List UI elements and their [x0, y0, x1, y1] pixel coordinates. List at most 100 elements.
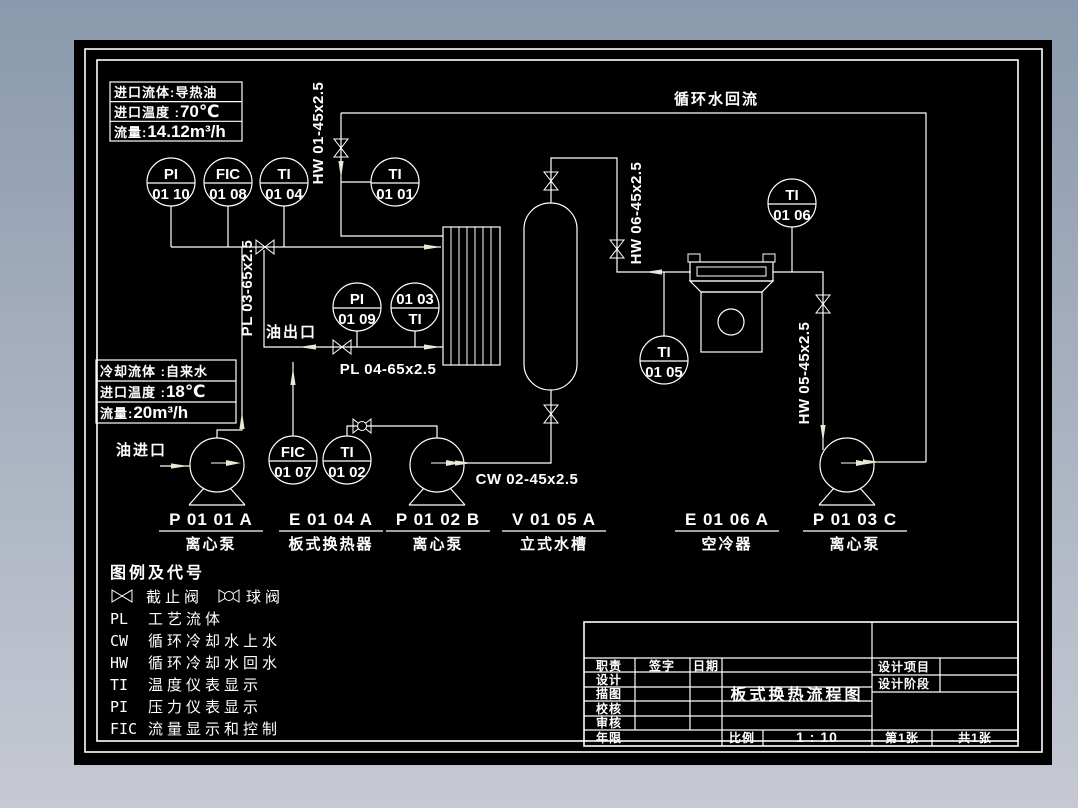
oil-inlet-label: 油进口: [116, 441, 167, 459]
centrifugal-pump: [188, 437, 246, 506]
tb-sheet-no: 第1张: [885, 730, 919, 745]
oil-temp-label: 进口温度 :: [114, 105, 180, 120]
equipment-code: P 01 01 A: [169, 510, 253, 529]
instrument-bubble: FIC 01 07: [268, 435, 318, 485]
instrument-tag: 01 09: [338, 311, 376, 328]
instrument-function: TI: [657, 344, 670, 361]
tb-row-year: 年限: [596, 730, 622, 745]
tb-row-design: 设计: [596, 672, 622, 687]
legend-desc: 压力仪表显示: [148, 699, 262, 716]
tb-scale-value: 1 : 10: [796, 729, 838, 745]
pipe-pump1-discharge: [216, 247, 243, 438]
pipe-tank-to-cooler: [550, 157, 691, 273]
pipe-water-return: [341, 112, 927, 462]
tb-scale-label: 比例: [729, 730, 755, 745]
tb-drawing-title: 板式换热流程图: [730, 685, 863, 704]
instrument-tag: 01 08: [209, 186, 247, 203]
equipment-name: 离心泵: [412, 535, 463, 553]
drawing-paper: [74, 40, 1052, 765]
stop-valve-icon: [111, 589, 133, 603]
pipe-label: CW 02-45x2.5: [476, 471, 579, 488]
ball-valve-icon: [218, 589, 240, 603]
tb-row-check: 校核: [596, 701, 622, 716]
oil-flow-value: 14.12m³/h: [147, 122, 225, 141]
svg-text:流量:20m³/h: 流量:20m³/h: [100, 403, 188, 422]
legend-desc: 温度仪表显示: [148, 677, 262, 694]
flow-arrow-icon: [424, 244, 441, 250]
flow-arrow-icon: [424, 344, 441, 350]
cool-fluid-label: 冷却流体 :: [100, 364, 166, 379]
tb-row-draft: 描图: [596, 686, 622, 701]
outer-border-frame: [84, 48, 1043, 753]
instrument-bubble: PI 01 09: [332, 282, 382, 332]
flow-arrow-icon: [290, 368, 296, 385]
equipment-name: 立式水槽: [520, 535, 588, 553]
oil-fluid-label: 进口流体:: [114, 85, 175, 100]
pipe-label: PL 03-65x2.5: [239, 240, 256, 337]
flow-arrow-icon: [645, 269, 662, 275]
equipment-code: P 01 02 B: [396, 510, 480, 529]
instrument-function: PI: [164, 166, 178, 183]
instrument-tag: 01 07: [274, 464, 312, 481]
oil-flow-label: 流量:: [114, 125, 147, 140]
cool-temp-value: 18℃: [166, 382, 206, 401]
equipment-label: E 01 06 A 空冷器: [675, 510, 779, 553]
flow-arrow-icon: [239, 412, 245, 429]
legend-title: 图例及代号: [110, 563, 205, 582]
stop-valve: [608, 239, 626, 259]
water-return-label: 循环水回流: [674, 90, 759, 108]
equipment-label: P 01 02 B 离心泵: [386, 510, 490, 553]
cool-fluid-value: 自来水: [166, 364, 208, 379]
stop-valve: [332, 138, 350, 158]
instrument-bubble: PI 01 10: [146, 157, 196, 207]
centrifugal-pump: [818, 437, 876, 506]
equipment-name: 空冷器: [701, 535, 752, 553]
pipe-label: HW 06-45x2.5: [628, 162, 645, 265]
instrument-tag: 01 04: [265, 186, 303, 203]
pipe-instrument-stems-mid: [356, 331, 416, 347]
tb-header-date: 日期: [693, 658, 719, 673]
equipment-code: E 01 06 A: [685, 510, 769, 529]
stop-valve: [255, 238, 275, 256]
instrument-function: PI: [350, 291, 364, 308]
tb-sheet-total: 共1张: [958, 730, 992, 745]
legend-code: TI: [110, 676, 128, 694]
fan-icon: [717, 308, 745, 336]
svg-text:冷却流体 :自来水: 冷却流体 :自来水: [100, 364, 208, 379]
svg-text:进口温度 :70℃: 进口温度 :70℃: [114, 102, 219, 121]
pipe-pl03-pl04: [263, 250, 443, 348]
equipment-name: 板式换热器: [288, 535, 373, 553]
tb-header-duty: 职责: [596, 658, 622, 673]
piping: [160, 112, 927, 467]
legend-code: PI: [110, 698, 128, 716]
legend-code: FIC: [110, 720, 137, 738]
legend-code: HW: [110, 654, 129, 672]
instrument-function: FIC: [281, 444, 305, 461]
flow-arrow-icon: [455, 460, 472, 466]
instrument-tag: TI: [408, 311, 421, 328]
tb-row-review: 审核: [596, 715, 622, 730]
ball-valve-label: 球阀: [246, 589, 284, 606]
cool-temp-label: 进口温度 :: [100, 385, 166, 400]
equipment-code: E 01 04 A: [289, 510, 373, 529]
tb-header-sign: 签字: [648, 658, 675, 673]
instrument-tag: 01 10: [152, 186, 190, 203]
inner-border-frame: [96, 59, 1019, 742]
legend-desc: 循环冷却水上水: [148, 633, 281, 650]
instrument-tag: 01 02: [328, 464, 366, 481]
stop-valve-label: 截止阀: [146, 589, 203, 606]
flow-arrow-icon: [338, 161, 344, 178]
cool-flow-value: 20m³/h: [133, 403, 188, 422]
info-box-oil: 进口流体:导热油 进口温度 :70℃ 流量:14.12m³/h: [109, 81, 243, 142]
pipe-label: HW 05-45x2.5: [796, 322, 813, 425]
